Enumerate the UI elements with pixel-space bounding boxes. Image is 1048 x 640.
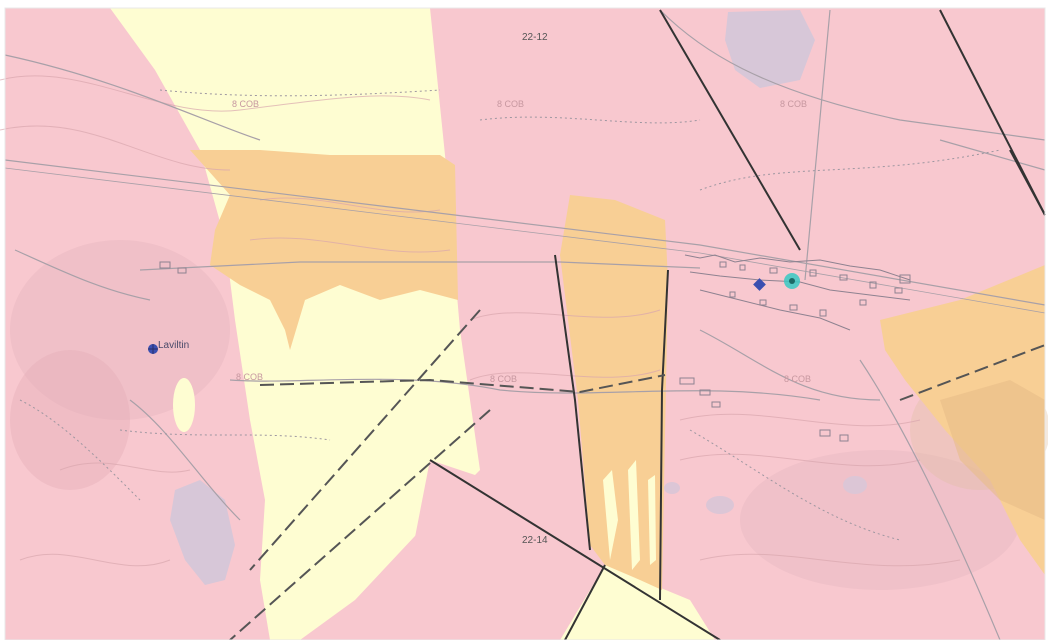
farm-buildings: [159, 261, 849, 442]
water-pond: [664, 482, 680, 494]
unit-label: 8 COB: [232, 99, 259, 109]
unit-label: 8 COB: [780, 99, 807, 109]
inferred-faults: [229, 309, 1046, 640]
cream-unit-bottom: [560, 565, 715, 640]
water-pond: [843, 476, 867, 494]
grid-label-bottom: 22-14: [522, 535, 548, 546]
unit-label: 8 COB: [497, 99, 524, 109]
unit-label: 8 COB: [784, 374, 811, 384]
water-body-left: [170, 480, 235, 585]
faint-unit-labels: 8 COB 8 COB 8 COB 8 COB 8 COB 8 COB: [232, 99, 811, 384]
geological-faults: [429, 9, 1046, 640]
water-pond: [706, 496, 734, 514]
orange-unit-right-shade: [940, 380, 1045, 520]
location-marker-cyan-selected[interactable]: [784, 273, 800, 289]
relief-shading: [740, 450, 1020, 590]
unit-label: 8 COB: [490, 374, 517, 384]
cream-lens-left: [173, 378, 195, 432]
cream-sliver: [648, 475, 656, 565]
map-frame: [4, 7, 1046, 640]
relief-shading: [10, 240, 230, 420]
place-label: Laviltin: [158, 340, 189, 351]
village-buildings: [684, 254, 911, 331]
location-marker-blue-left[interactable]: [148, 344, 158, 354]
cream-sliver: [628, 460, 640, 570]
topographic-contours: [0, 75, 961, 567]
pink-wedge-bottom: [395, 460, 605, 640]
water-body-top: [725, 10, 815, 88]
unit-label: 8 COB: [236, 372, 263, 382]
orange-unit-left: [190, 150, 458, 350]
grid-label-top: 22-12: [522, 32, 548, 43]
cream-sliver: [603, 470, 618, 560]
road-network: [4, 9, 1046, 640]
relief-shading: [10, 350, 130, 490]
dotted-tracks: [19, 89, 1001, 541]
